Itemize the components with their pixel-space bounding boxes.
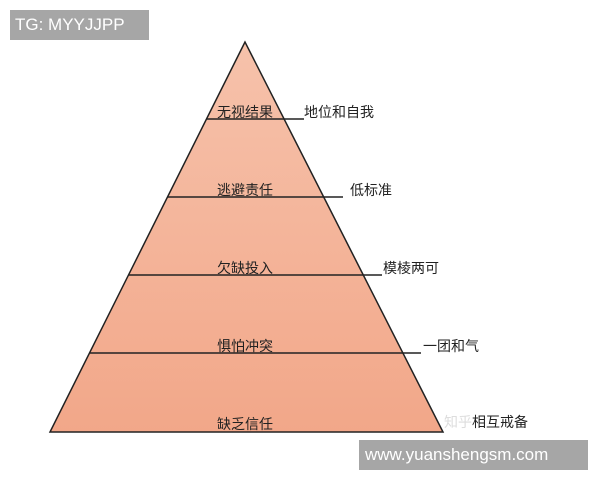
level-label: 欠缺投入: [217, 261, 273, 277]
top-watermark-banner: TG: MYYJJPP: [10, 10, 149, 40]
level-label: 惧怕冲突: [217, 339, 273, 355]
side-label: 模棱两可: [383, 261, 439, 277]
pyramid-shape: [48, 40, 445, 433]
side-label: 相互戒备: [472, 415, 528, 431]
level-label: 无视结果: [217, 105, 273, 121]
side-label: 一团和气: [423, 339, 479, 355]
side-label: 低标准: [350, 183, 392, 199]
side-label: 地位和自我: [304, 105, 374, 121]
bottom-watermark-banner: www.yuanshengsm.com: [359, 440, 588, 470]
level-label: 逃避责任: [217, 183, 273, 199]
zhihu-watermark: 知乎: [444, 415, 472, 431]
level-label: 缺乏信任: [217, 417, 273, 433]
